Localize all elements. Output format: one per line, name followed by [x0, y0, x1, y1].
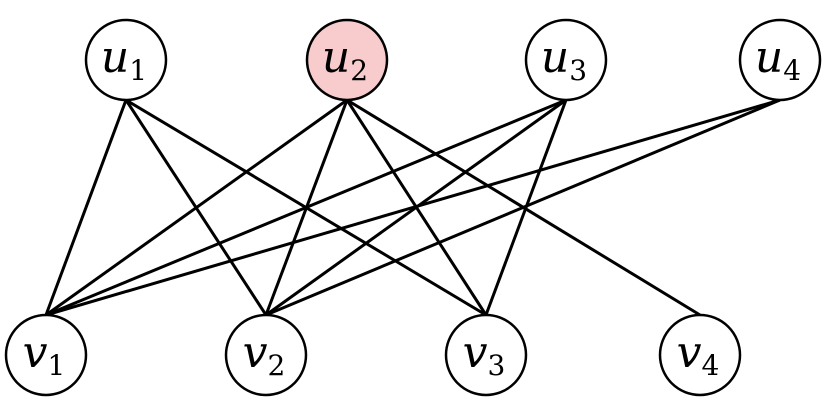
node-letter-u4: u [755, 32, 783, 83]
node-label-v2: v2 [243, 327, 286, 382]
node-label-v4: v4 [677, 327, 720, 382]
node-subscript-u2: 2 [350, 54, 368, 87]
node-letter-v3: v [463, 327, 488, 378]
node-subscript-v2: 2 [268, 349, 286, 382]
node-label-v1: v1 [23, 327, 66, 382]
edge-u2-v1 [45, 98, 348, 317]
node-circle-u2 [305, 18, 389, 102]
node-letter-u3: u [541, 32, 569, 83]
node-letter-v1: v [23, 327, 48, 378]
node-u4: u4 [738, 18, 822, 102]
node-subscript-u4: 4 [783, 54, 801, 87]
node-subscript-v4: 4 [702, 349, 720, 382]
edges-layer [44, 98, 781, 317]
node-letter-u1: u [101, 32, 129, 83]
node-v4: v4 [658, 313, 742, 397]
node-letter-v4: v [677, 327, 702, 378]
edge-u1-v1 [44, 99, 128, 316]
node-v2: v2 [224, 313, 308, 397]
node-label-u3: u3 [541, 32, 587, 87]
node-circle-u3 [524, 18, 608, 102]
node-v3: v3 [444, 313, 528, 397]
node-circle-v3 [444, 313, 528, 397]
node-circle-v1 [4, 313, 88, 397]
node-subscript-v3: 3 [488, 349, 506, 382]
node-subscript-u3: 3 [569, 54, 587, 87]
edge-u4-v2 [265, 98, 781, 317]
node-subscript-v1: 1 [48, 349, 66, 382]
node-u2: u2 [305, 18, 389, 102]
node-circle-u4 [738, 18, 822, 102]
node-circle-v2 [224, 313, 308, 397]
node-circle-v4 [658, 313, 742, 397]
node-label-u1: u1 [101, 32, 147, 87]
node-u3: u3 [524, 18, 608, 102]
node-circle-u1 [84, 18, 168, 102]
node-subscript-u1: 1 [129, 54, 147, 87]
edge-u3-v1 [45, 98, 567, 317]
node-v1: v1 [4, 313, 88, 397]
node-letter-v2: v [243, 327, 268, 378]
edge-u4-v1 [45, 98, 781, 317]
node-letter-u2: u [322, 32, 350, 83]
node-u1: u1 [84, 18, 168, 102]
node-label-u2: u2 [322, 32, 368, 87]
node-label-u4: u4 [755, 32, 801, 87]
node-label-v3: v3 [463, 327, 506, 382]
